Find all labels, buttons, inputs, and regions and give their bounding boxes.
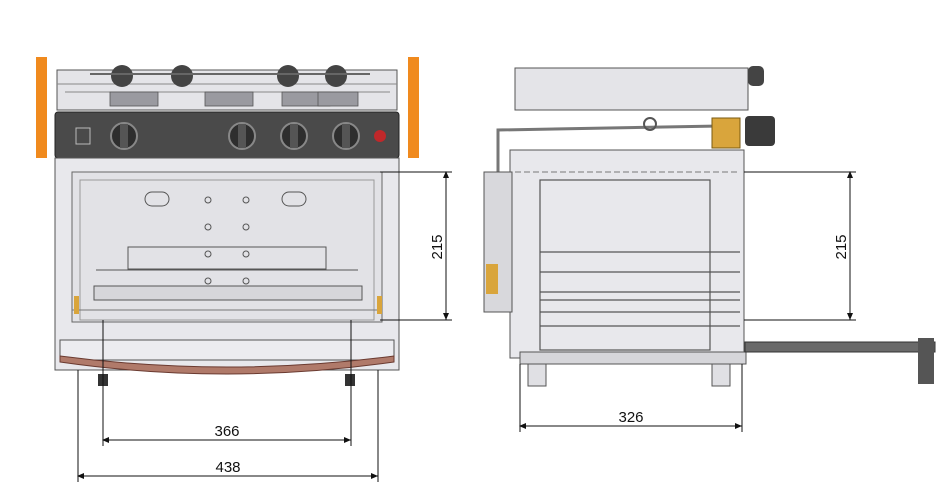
door-support-bracket bbox=[918, 338, 934, 384]
side-view bbox=[483, 66, 936, 387]
top-knob-1 bbox=[111, 65, 133, 87]
door-support-arm bbox=[744, 341, 936, 353]
right-mounting-bracket bbox=[408, 57, 419, 158]
side-foot-left bbox=[527, 363, 547, 387]
top-knob-3 bbox=[277, 65, 299, 87]
burner-row bbox=[109, 91, 359, 107]
oven-rack bbox=[127, 246, 327, 270]
top-knob-4 bbox=[325, 65, 347, 87]
front-inner-width-label: 366 bbox=[214, 423, 239, 440]
front-dimensions bbox=[77, 171, 452, 482]
brass-valve bbox=[486, 264, 498, 294]
gas-pipe bbox=[496, 124, 721, 150]
grill-tray bbox=[93, 285, 363, 301]
ignition-symbol-icon bbox=[75, 127, 91, 145]
oven-vent-right bbox=[281, 191, 307, 207]
top-knobs bbox=[90, 65, 370, 87]
indicator-light-icon bbox=[374, 130, 386, 142]
front-total-width-label: 438 bbox=[215, 459, 240, 476]
side-base bbox=[519, 351, 747, 365]
left-mounting-bracket bbox=[36, 57, 47, 158]
front-view bbox=[36, 57, 419, 386]
side-depth-label: 326 bbox=[618, 409, 643, 426]
oven-vent-left bbox=[144, 191, 170, 207]
side-top-knob-icon bbox=[748, 66, 764, 86]
side-rack bbox=[539, 179, 740, 351]
side-top-hob bbox=[514, 67, 749, 111]
side-foot-right bbox=[711, 363, 731, 387]
door-handle bbox=[59, 355, 395, 375]
side-height-label: 215 bbox=[833, 234, 850, 259]
front-height-label: 215 bbox=[429, 234, 446, 259]
gas-regulator bbox=[711, 117, 741, 149]
oven-door bbox=[59, 339, 395, 361]
control-knobs bbox=[110, 122, 360, 150]
top-knob-2 bbox=[171, 65, 193, 87]
side-control-knob-icon bbox=[745, 116, 775, 146]
side-dimensions bbox=[519, 171, 856, 432]
foot-right bbox=[345, 374, 355, 386]
side-oven-body bbox=[509, 149, 745, 359]
